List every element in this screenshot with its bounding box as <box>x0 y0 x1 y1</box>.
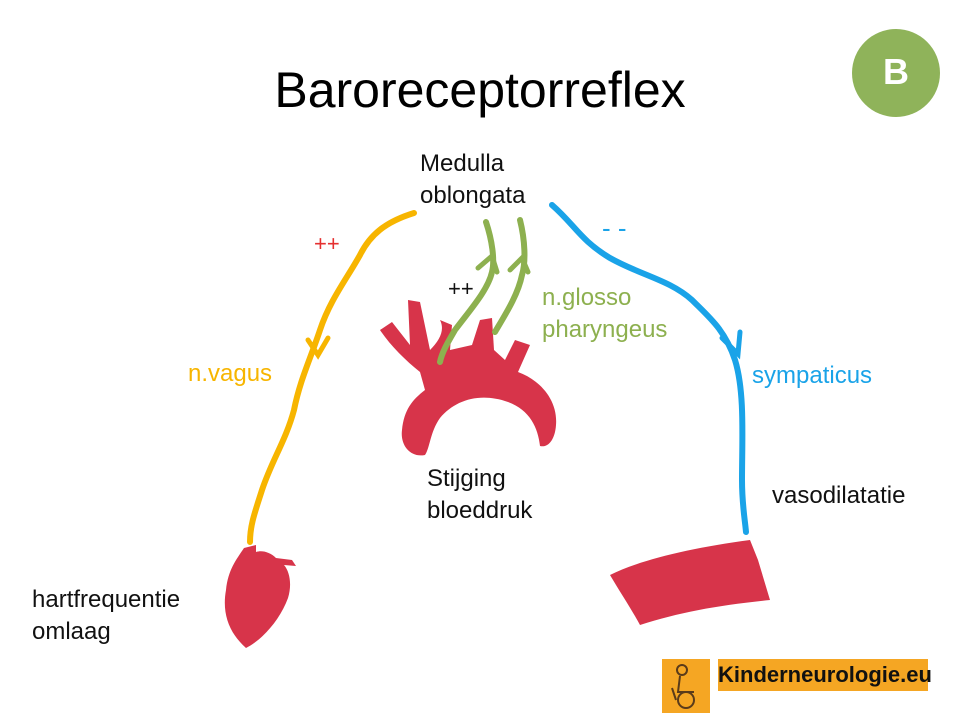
site-logo-text[interactable]: Kinderneurologie.eu <box>718 659 932 691</box>
heart-drawing <box>224 545 296 648</box>
medulla-label: Medulla oblongata <box>420 150 526 209</box>
wheelchair-child-icon <box>662 659 710 713</box>
blood-vessel-drawing <box>610 540 770 625</box>
hartfrequentie-label: hartfrequentie omlaag <box>32 586 181 645</box>
vasodilatatie-label: vasodilatatie <box>772 482 906 509</box>
aortic-arch-drawing <box>380 300 557 456</box>
glosso-label: n.glosso pharyngeus <box>542 284 668 343</box>
glossopharyngeal-pathway <box>437 217 531 365</box>
page-title: Baroreceptorreflex <box>274 62 686 118</box>
vagus-pathway <box>247 210 417 545</box>
sympaticus-minus-label: - - <box>602 213 627 243</box>
sympaticus-label: sympaticus <box>752 362 873 389</box>
glosso-plus-label: ++ <box>448 276 474 301</box>
vagus-label: n.vagus <box>188 360 273 387</box>
sympathetic-pathway <box>549 202 749 535</box>
version-badge: B <box>852 29 940 117</box>
stijging-label: Stijging bloeddruk <box>427 465 533 524</box>
vagus-plus-label: ++ <box>314 231 340 256</box>
